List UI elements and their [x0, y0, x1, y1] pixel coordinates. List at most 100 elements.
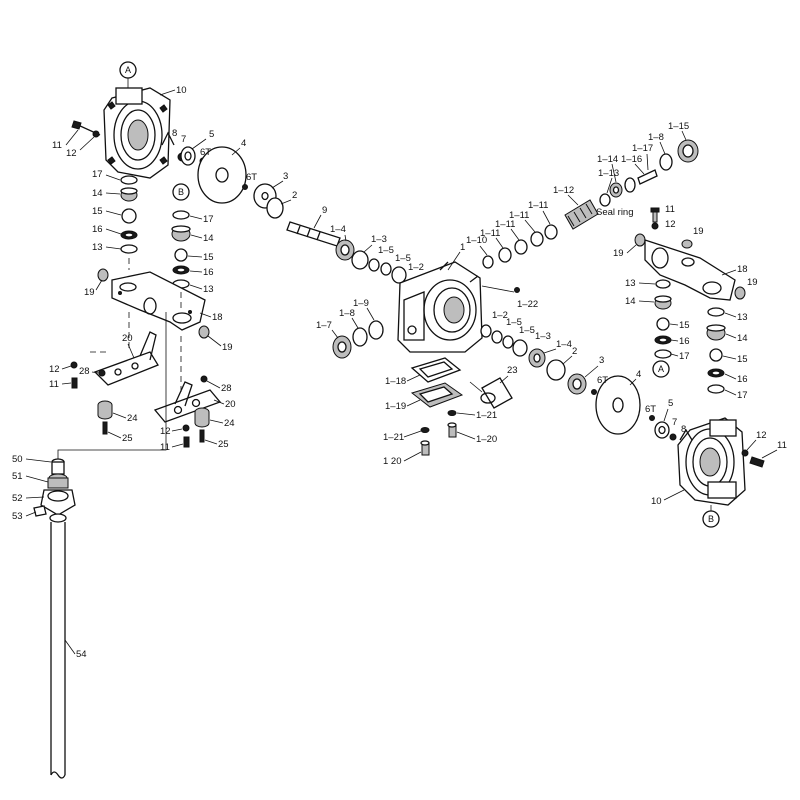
diaphragm-stack-left — [161, 131, 284, 219]
bushing-1-4-upper — [335, 239, 355, 261]
label-1-2-upper: 1–2 — [408, 262, 424, 273]
nut-28-left-b — [200, 375, 208, 383]
label-16-right-right: 16 — [737, 374, 748, 385]
svg-text:B: B — [708, 514, 714, 524]
orings-1-3-1-5-upper — [351, 250, 407, 284]
diaphragm-hardware-right — [649, 415, 693, 441]
label-13-right-right: 13 — [737, 312, 748, 323]
label-28-left-a: 28 — [79, 366, 90, 377]
label-12-right-top: 12 — [665, 219, 676, 230]
label-50: 50 — [12, 454, 23, 465]
valve-cap-parts-upper-right — [599, 139, 699, 207]
plug-1-22 — [514, 287, 520, 293]
marker-b-left: B — [172, 183, 190, 201]
label-12-right-low: 12 — [756, 430, 767, 441]
manifold-right — [644, 239, 736, 301]
cap-19-left-a — [97, 268, 109, 282]
label-1-14: 1–14 — [597, 154, 618, 165]
screw-1-21-b — [420, 427, 430, 433]
orings-1-10-1-11 — [482, 224, 558, 269]
label-12-left-low: 12 — [160, 426, 171, 437]
label-1-22: 1–22 — [517, 299, 538, 310]
label-12-left-top: 12 — [66, 148, 77, 159]
label-17-right-right: 17 — [737, 390, 748, 401]
label-1-13: 1–13 — [598, 168, 619, 179]
label-1-11-d: 1–11 — [528, 200, 548, 211]
foot-24-left-a — [97, 400, 113, 435]
bracket-20-upper — [93, 331, 159, 386]
fastener-right-low — [741, 449, 765, 468]
label-1-18: 1–18 — [385, 376, 406, 387]
label-6t-left: 6T — [200, 147, 211, 158]
label-10-left: 10 — [176, 85, 187, 96]
label-1-11-c: 1–11 — [509, 210, 529, 221]
label-5-left: 5 — [209, 129, 214, 140]
screw-1-20-a — [447, 422, 457, 438]
ball-valve-column-left-lower — [171, 210, 191, 289]
label-19-right-a: 19 — [693, 226, 704, 237]
label-1-20-b: 1 20 — [383, 456, 402, 467]
label-1-4-upper: 1–4 — [330, 224, 346, 235]
marker-b-right: B — [702, 510, 720, 528]
suction-fitting — [33, 458, 76, 523]
label-18-left: 18 — [212, 312, 223, 323]
label-19-right-c: 19 — [747, 277, 758, 288]
label-1-15: 1–15 — [668, 121, 689, 132]
label-7-left: 7 — [181, 134, 186, 145]
label-16-left-upper: 16 — [92, 224, 103, 235]
svg-text:B: B — [178, 187, 184, 197]
label-15-right-left: 15 — [679, 320, 690, 331]
label-1-20-a: 1–20 — [476, 434, 497, 445]
label-17-right-left: 17 — [679, 351, 690, 362]
label-1-9: 1–9 — [353, 298, 369, 309]
outer-chamber-right — [677, 417, 746, 506]
label-1-21-a: 1–21 — [476, 410, 497, 421]
label-8-right: 8 — [681, 424, 686, 435]
label-1-12: 1–12 — [553, 185, 574, 196]
label-14-left-upper: 14 — [92, 188, 103, 199]
label-1-21-b: 1–21 — [383, 432, 404, 443]
label-14-right-left: 14 — [625, 296, 636, 307]
label-28-left-b: 28 — [221, 383, 232, 394]
label-1-5-upper-a: 1–5 — [378, 245, 394, 256]
label-11-right-top: 11 — [665, 204, 675, 215]
muffler-23 — [480, 377, 513, 409]
cap-19-right-b — [634, 233, 646, 247]
label-11-left-low: 11 — [160, 442, 170, 453]
label-1-5-upper-b: 1–5 — [395, 253, 411, 264]
diaphragm-stack-right — [546, 359, 641, 435]
marker-a-right: A — [652, 360, 670, 378]
label-4-left: 4 — [241, 138, 246, 149]
label-17-left-upper: 17 — [92, 169, 103, 180]
label-13-right-left: 13 — [625, 278, 636, 289]
label-17-left-lower: 17 — [203, 214, 214, 225]
screw-1-20-b — [420, 440, 430, 456]
valve-cap-parts-left — [332, 320, 384, 359]
center-body — [397, 261, 483, 353]
label-1-8-left: 1–8 — [339, 308, 355, 319]
label-23: 23 — [507, 365, 518, 376]
label-4-right: 4 — [636, 369, 641, 380]
label-13-left-upper: 13 — [92, 242, 103, 253]
nut-28-left-a — [98, 369, 106, 377]
plate-1-18 — [410, 357, 462, 383]
label-16-right-left: 16 — [679, 336, 690, 347]
label-11-right-low: 11 — [777, 440, 787, 451]
label-1-4-lower: 1–4 — [556, 339, 572, 350]
label-52: 52 — [12, 493, 23, 504]
label-1-11-b: 1–11 — [495, 219, 515, 230]
suction-pipe-54 — [50, 522, 66, 779]
label-seal-ring: Seal ring — [596, 207, 634, 218]
label-5-right: 5 — [668, 398, 673, 409]
fastener-right-top — [650, 207, 660, 230]
label-7-right: 7 — [672, 417, 677, 428]
label-3-right: 3 — [599, 355, 604, 366]
label-1-16: 1–16 — [621, 154, 642, 165]
label-1-11-a: 1–11 — [480, 228, 500, 239]
label-25-left-b: 25 — [218, 439, 229, 450]
label-1: 1 — [460, 242, 465, 253]
bushing-1-4-lower — [528, 348, 546, 368]
label-1-10: 1–10 — [466, 235, 487, 246]
ball-valve-column-right-left — [654, 279, 672, 359]
label-2-right: 2 — [572, 346, 577, 357]
